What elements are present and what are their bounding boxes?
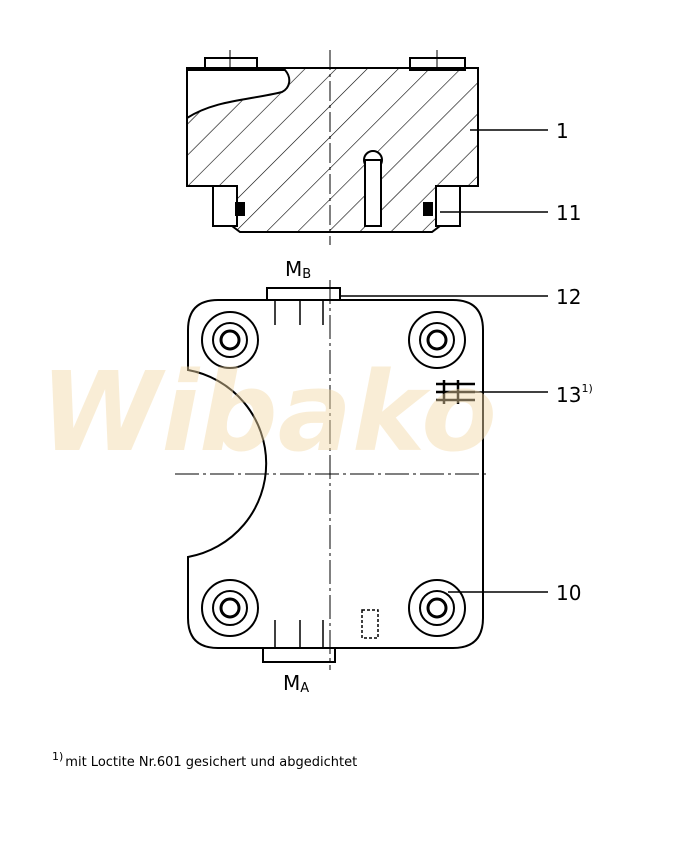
footnote: 1)mit Loctite Nr.601 gesichert und abged… bbox=[52, 750, 357, 770]
section-view bbox=[186, 50, 548, 245]
plan-view bbox=[175, 280, 548, 670]
label-port-ma: MA bbox=[283, 671, 309, 696]
bolt-holes bbox=[201, 311, 466, 637]
label-part-11: 11 bbox=[556, 201, 581, 225]
label-part-10: 10 bbox=[556, 581, 581, 605]
label-part-1: 1 bbox=[556, 119, 569, 143]
label-part-13: 131) bbox=[556, 382, 593, 407]
label-part-12: 12 bbox=[556, 285, 581, 309]
label-port-mb: MB bbox=[285, 257, 311, 282]
